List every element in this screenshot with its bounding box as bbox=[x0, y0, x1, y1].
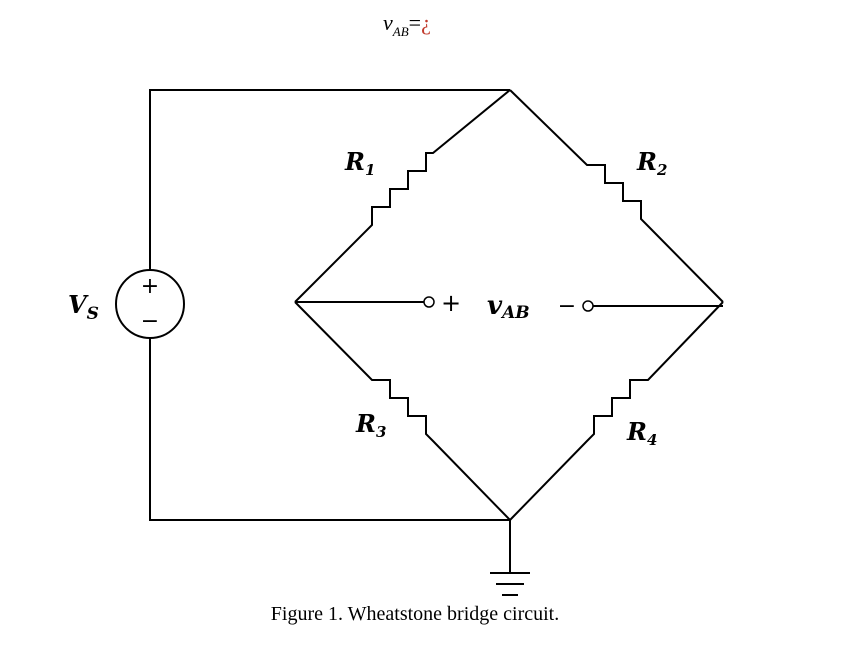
vs-label: VS bbox=[68, 290, 99, 324]
figure-caption: Figure 1. Wheatstone bridge circuit. bbox=[271, 603, 559, 625]
r1-arm bbox=[294, 89, 511, 303]
voltage-source-circle bbox=[115, 269, 185, 339]
minus-terminal-sign: − bbox=[558, 294, 576, 319]
top-wire bbox=[149, 89, 510, 270]
source-plus-sign: + bbox=[141, 274, 159, 299]
r2-label: R2 bbox=[636, 147, 667, 179]
r4-arm bbox=[509, 301, 724, 521]
r2-arm bbox=[509, 89, 724, 303]
source-minus-sign: − bbox=[141, 309, 159, 334]
bottom-wire bbox=[149, 338, 510, 521]
r3-arm bbox=[294, 301, 511, 521]
equation: vAB=¿ bbox=[383, 10, 431, 39]
r4-label: R4 bbox=[626, 417, 657, 449]
r3-label: R3 bbox=[355, 409, 386, 441]
terminal-a bbox=[423, 296, 435, 308]
plus-terminal-sign: + bbox=[441, 289, 461, 317]
terminal-b bbox=[582, 300, 594, 312]
r1-label: R1 bbox=[344, 147, 375, 179]
vab-label: vAB bbox=[487, 291, 530, 323]
